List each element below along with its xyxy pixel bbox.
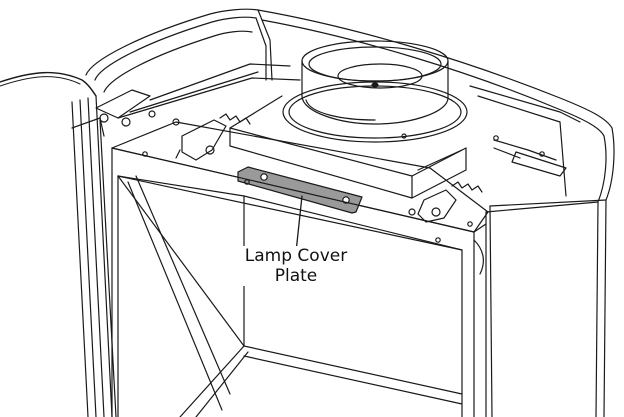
lamp-housing — [229, 95, 467, 199]
spring-left — [175, 113, 251, 161]
flue-collar — [282, 40, 468, 143]
screws — [142, 110, 545, 243]
callout-line-1: Lamp Cover — [244, 246, 348, 266]
left-bracket — [71, 89, 151, 137]
lamp-cover-plate — [237, 166, 363, 214]
right-bracket — [493, 139, 567, 177]
spring-right — [417, 181, 483, 223]
lamp-cover-plate-label: Lamp Cover Plate — [206, 246, 386, 286]
firebox — [111, 147, 475, 417]
callout-line-2: Plate — [274, 266, 318, 286]
right-frame — [257, 9, 615, 417]
left-frame — [71, 8, 273, 417]
cable — [0, 71, 97, 97]
callout-leader — [295, 195, 303, 253]
right-glass-edge — [473, 223, 487, 275]
